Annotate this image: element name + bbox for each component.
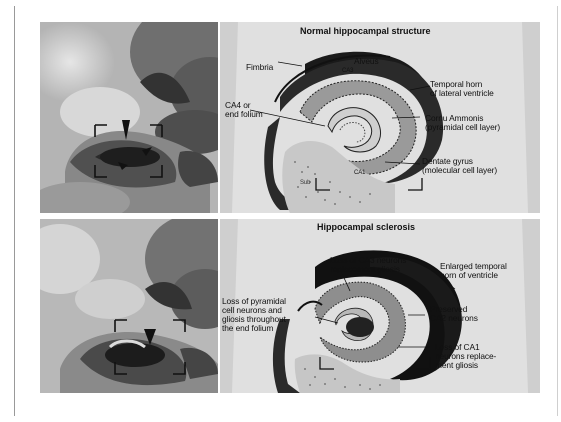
normal-structure-title: Normal hippocampal structure [300, 26, 431, 36]
label-ca4: CA4 or end folium [225, 101, 263, 119]
label-cornu-ammonis: Cornu Ammonis (pyramidal cell layer) [425, 114, 500, 132]
label-ca1: CA1 [354, 170, 365, 176]
label-alveus: Alveus [354, 57, 379, 66]
label-enlarged-horn: Enlarged temporal horn of ventricle [440, 262, 507, 280]
label-preserved-ca2: Preserved CA2 neurons [430, 305, 478, 323]
sclerosis-title: Hippocampal sclerosis [317, 222, 415, 232]
label-dentate-gyrus: Dentate gyrus (molecular cell layer) [422, 157, 497, 175]
label-ca1-loss: Loss of CA1 neurons replace- ment gliosi… [435, 343, 496, 370]
label-subiculum: Sub [300, 180, 310, 186]
mri-image-sclerosis [40, 219, 218, 393]
label-ca3: CA3 [342, 68, 353, 74]
mri-image-normal [40, 22, 218, 213]
label-pyramidal-loss: Loss of pyramidal cell neurons and glios… [222, 297, 286, 333]
label-ca3-loss: Loss of CA3 neurons replacement gliosis [330, 256, 406, 274]
label-temporal-horn: Temporal horn of lateral ventricle [430, 80, 494, 98]
label-fimbria: Fimbria [246, 63, 273, 72]
